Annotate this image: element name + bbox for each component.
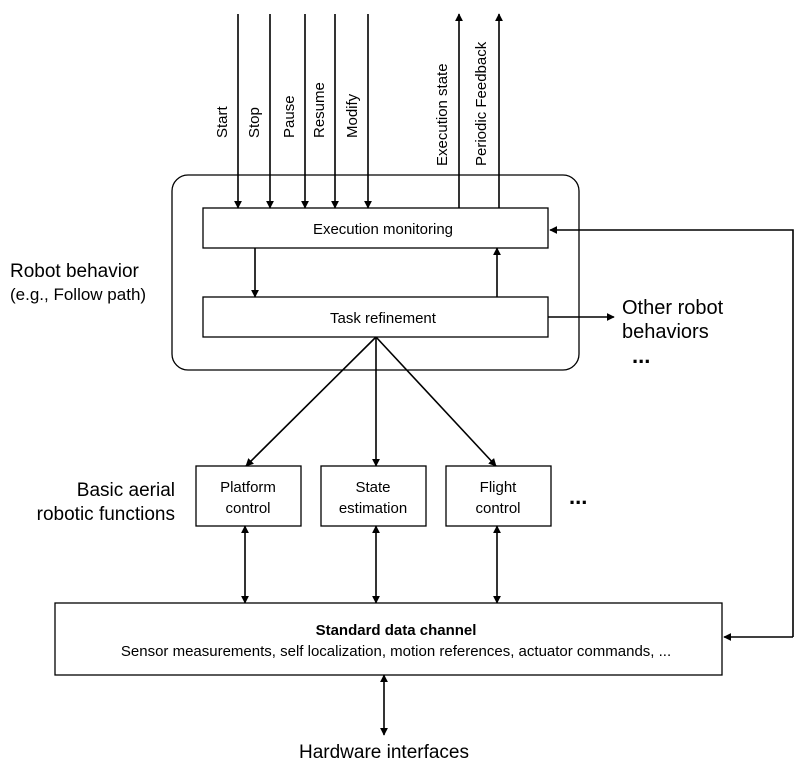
start-label: Start	[214, 105, 231, 138]
other-behaviors-label-line1: Other robot	[622, 297, 724, 319]
platform-control-label-line1: Platform	[220, 479, 276, 496]
execution-monitoring-label: Execution monitoring	[313, 221, 453, 238]
basic-functions-label-line1: Basic aerial	[77, 480, 175, 501]
task-refinement-box	[202, 296, 549, 338]
hardware-interfaces-label: Hardware interfaces	[299, 742, 469, 763]
data-channel-box	[54, 602, 723, 676]
pause-label: Pause	[281, 95, 298, 138]
execution-monitoring-box	[202, 207, 549, 249]
functions-ellipsis: ...	[569, 484, 587, 509]
task-refinement-label: Task refinement	[330, 310, 437, 327]
execution-state-label: Execution state	[434, 63, 451, 166]
feedback-to-monitoring-arrow	[549, 226, 794, 637]
flight-control-box	[445, 465, 552, 527]
periodic-feedback-label: Periodic Feedback	[473, 41, 490, 166]
resume-label: Resume	[311, 82, 328, 138]
stop-label: Stop	[246, 107, 263, 138]
basic-functions-label-line2: robotic functions	[37, 504, 175, 525]
platform-control-box	[195, 465, 302, 527]
refinement-to-platform-arrow	[245, 336, 377, 467]
state-estimation-box	[320, 465, 427, 527]
state-estimation-label-line2: estimation	[339, 500, 407, 517]
robot-behavior-label: Robot behavior	[10, 261, 140, 282]
flight-control-label-line2: control	[475, 500, 520, 517]
platform-control-label-line2: control	[225, 500, 270, 517]
other-behaviors-ellipsis: ...	[632, 343, 650, 368]
refinement-to-flight-arrow	[375, 336, 497, 467]
modify-label: Modify	[344, 93, 361, 138]
data-channel-title: Standard data channel	[316, 622, 477, 639]
robot-behavior-example: (e.g., Follow path)	[10, 285, 146, 304]
flight-control-label-line1: Flight	[480, 479, 518, 496]
other-behaviors-label-line2: behaviors	[622, 321, 709, 343]
state-estimation-label-line1: State	[355, 479, 390, 496]
data-channel-subtitle: Sensor measurements, self localization, …	[121, 643, 671, 660]
